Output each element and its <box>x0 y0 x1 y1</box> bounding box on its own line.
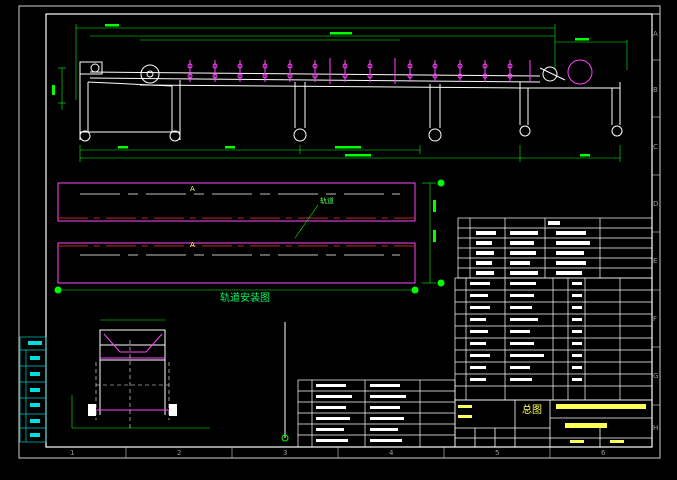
end-view-wheels <box>88 404 177 416</box>
section-marker-top: A <box>190 185 195 193</box>
middle-supports <box>79 82 623 142</box>
drawing-title: 总图 <box>522 403 542 416</box>
plan-view: A A 轨道 轨道安装图 <box>54 179 445 304</box>
zone-letter-f: F <box>653 315 657 323</box>
end-view-hidden-lines <box>95 340 170 430</box>
table-text-marks <box>316 221 590 442</box>
zone-number-1: 1 <box>70 449 74 457</box>
zone-letter-c: C <box>653 143 658 151</box>
left-revision-strip <box>19 336 47 443</box>
elevation-view <box>52 24 628 162</box>
bill-of-materials <box>297 217 653 448</box>
parts-list <box>454 277 653 401</box>
parts-table-upper <box>457 217 653 279</box>
title-block: 总图 <box>454 399 653 448</box>
zone-numbers: 1 2 3 4 5 6 <box>70 449 606 457</box>
plan-dim-nodes <box>54 179 445 294</box>
track-centerlines <box>58 217 415 247</box>
notes-table <box>297 379 456 448</box>
title-block-marks <box>458 404 646 443</box>
idler-rollers <box>187 58 531 84</box>
zone-letter-h: H <box>653 424 658 432</box>
track-label: 轨道 <box>320 196 334 205</box>
end-view-frame <box>99 322 289 442</box>
zone-number-2: 2 <box>177 449 181 457</box>
conveyor-frame <box>79 68 621 140</box>
end-view-dimensions <box>71 319 210 429</box>
zone-number-4: 4 <box>389 449 394 457</box>
track-rails <box>57 182 416 284</box>
zone-letter-g: G <box>653 372 658 380</box>
elevation-dim-marks <box>52 24 590 157</box>
track-edge-lines <box>80 193 400 256</box>
end-view <box>71 319 289 442</box>
plan-dimensions <box>58 182 436 291</box>
zone-number-6: 6 <box>601 449 606 457</box>
plan-view-caption: 轨道安装图 <box>220 291 270 304</box>
section-marker-bottom: A <box>190 241 195 249</box>
zone-letter-a: A <box>653 30 658 38</box>
zone-letter-e: E <box>653 257 657 265</box>
zone-letter-b: B <box>653 86 658 94</box>
zone-number-5: 5 <box>495 449 499 457</box>
drive-units <box>79 59 593 85</box>
left-strip-marks <box>28 341 42 437</box>
end-view-rollers <box>95 333 170 411</box>
zone-letter-d: D <box>653 200 658 208</box>
zone-number-3: 3 <box>283 449 287 457</box>
zone-letters: A B C D E F G H <box>653 30 658 432</box>
elevation-dimensions <box>58 24 628 162</box>
